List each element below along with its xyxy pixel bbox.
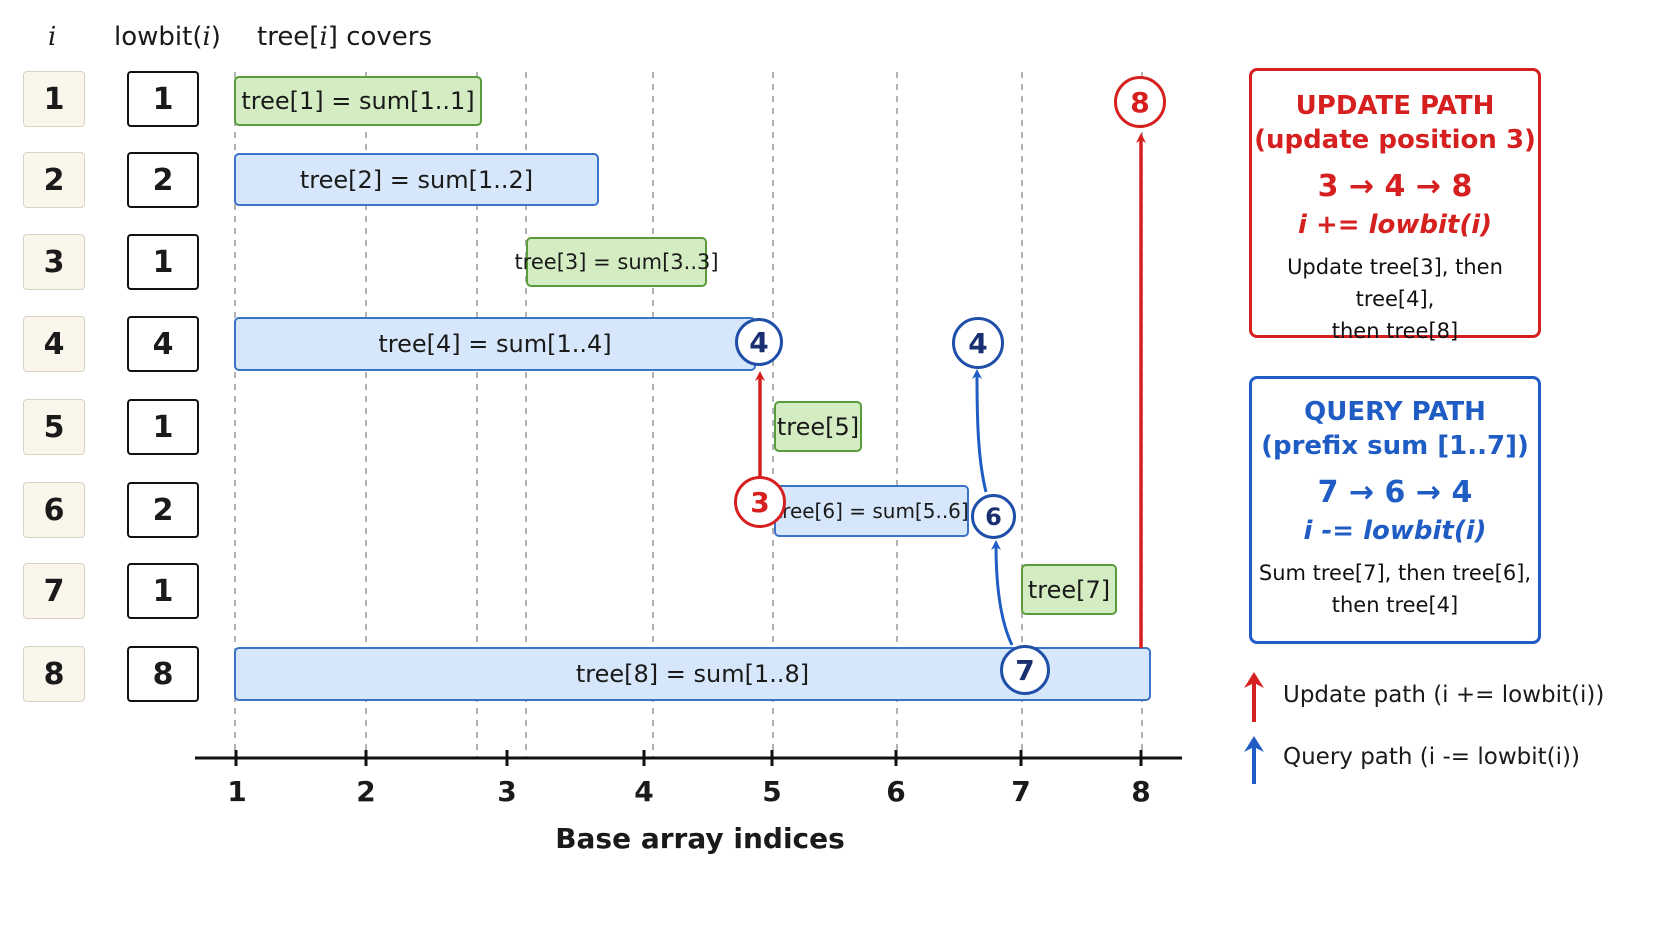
query-node-6: 6 — [971, 494, 1016, 539]
lowbit-box-5: 1 — [127, 399, 199, 455]
tick-label-5: 5 — [762, 775, 782, 808]
query-node-4: 4 — [952, 317, 1004, 369]
update-panel-desc-1: Update tree[3], then tree[4], — [1287, 255, 1503, 311]
legend-query-arrow-icon — [1244, 736, 1264, 784]
index-box-3: 3 — [23, 234, 85, 290]
index-box-6: 6 — [23, 482, 85, 538]
query-panel-formula: i -= lowbit(i) — [1303, 516, 1487, 546]
index-box-7: 7 — [23, 563, 85, 619]
index-box-4: 4 — [23, 316, 85, 372]
header-covers: tree[i] covers — [257, 22, 433, 52]
x-axis-label: Base array indices — [555, 822, 845, 855]
query-panel-subtitle: (prefix sum [1..7]) — [1261, 431, 1529, 461]
lowbit-box-3: 1 — [127, 234, 199, 290]
update-panel-title: UPDATE PATH — [1295, 91, 1495, 121]
tree-bar-7: tree[7] — [1021, 564, 1117, 615]
update-path-panel: UPDATE PATH (update position 3) 3 → 4 → … — [1249, 68, 1541, 343]
update-node-3: 3 — [734, 476, 786, 528]
lowbit-box-4: 4 — [127, 316, 199, 372]
header-i: i — [48, 22, 57, 52]
index-box-2: 2 — [23, 152, 85, 208]
update-panel-subtitle: (update position 3) — [1254, 125, 1536, 155]
query-path-panel: QUERY PATH (prefix sum [1..7]) 7 → 6 → 4… — [1249, 376, 1541, 644]
tick-label-3: 3 — [497, 775, 517, 808]
header-lowbit: lowbit(i) — [114, 22, 221, 52]
update-node-4: 4 — [735, 318, 783, 366]
lowbit-box-7: 1 — [127, 563, 199, 619]
query-panel-desc-1: Sum tree[7], then tree[6], — [1258, 561, 1532, 585]
tick-label-8: 8 — [1131, 775, 1151, 808]
update-node-8: 8 — [1114, 76, 1166, 128]
lowbit-box-1: 1 — [127, 71, 199, 127]
tree-bar-8: tree[8] = sum[1..8] — [234, 647, 1151, 701]
query-panel-desc-2: then tree[4] — [1331, 593, 1459, 617]
tree-bar-2: tree[2] = sum[1..2] — [234, 153, 599, 206]
tick-label-7: 7 — [1011, 775, 1031, 808]
tick-label-1: 1 — [227, 775, 247, 808]
query-node-7: 7 — [1000, 645, 1050, 695]
update-panel-sequence: 3 → 4 → 8 — [1317, 169, 1473, 204]
query-arrow-7-to-6 — [991, 540, 1014, 646]
update-panel-formula: i += lowbit(i) — [1297, 210, 1492, 240]
query-arrow-6-to-4 — [972, 369, 988, 493]
tick-label-2: 2 — [356, 775, 376, 808]
tree-bar-3: tree[3] = sum[3..3] — [514, 237, 719, 287]
tick-label-4: 4 — [634, 775, 654, 808]
tree-bar-5: tree[5] — [774, 401, 862, 452]
query-panel-sequence: 7 → 6 → 4 — [1317, 475, 1473, 510]
update-panel-desc-2: then tree[8] — [1331, 319, 1459, 343]
lowbit-box-2: 2 — [127, 152, 199, 208]
lowbit-box-8: 8 — [127, 646, 199, 702]
tree-bar-1: tree[1] = sum[1..1] — [234, 76, 482, 126]
tick-label-6: 6 — [886, 775, 906, 808]
index-box-5: 5 — [23, 399, 85, 455]
index-box-8: 8 — [23, 646, 85, 702]
lowbit-box-6: 2 — [127, 482, 199, 538]
tree-bar-6: tree[6] = sum[5..6] — [774, 485, 969, 537]
legend-query-label: Query path (i -= lowbit(i)) — [1283, 744, 1580, 770]
query-panel-title: QUERY PATH — [1304, 397, 1486, 427]
legend-update-arrow-icon — [1244, 672, 1264, 722]
index-box-1: 1 — [23, 71, 85, 127]
legend-update-label: Update path (i += lowbit(i)) — [1283, 682, 1605, 708]
